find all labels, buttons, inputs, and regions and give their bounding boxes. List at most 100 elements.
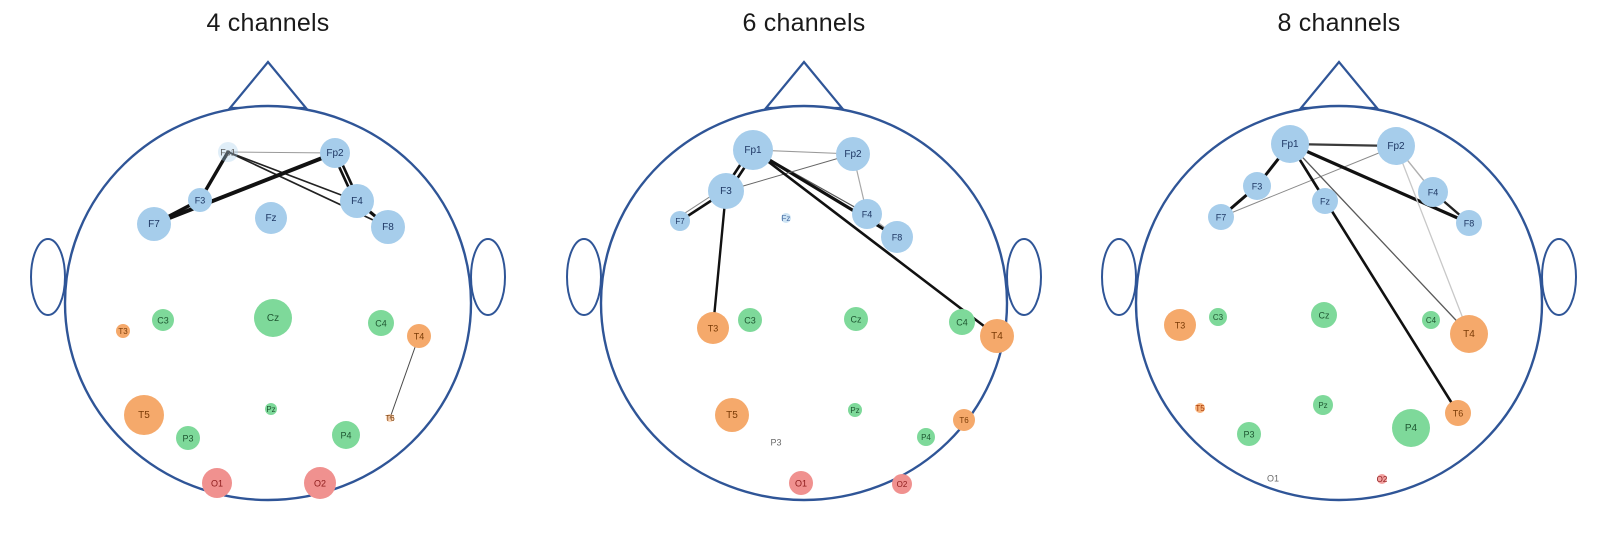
electrode-T3[interactable]: T3	[116, 324, 130, 338]
electrode-O2[interactable]: O2	[892, 474, 912, 494]
electrode-marker-O1[interactable]	[789, 471, 813, 495]
electrode-marker-Pz[interactable]	[848, 403, 862, 417]
electrode-marker-F7[interactable]	[1208, 204, 1234, 230]
electrode-Cz[interactable]: Cz	[1311, 302, 1337, 328]
electrode-P4[interactable]: P4	[917, 428, 935, 446]
electrode-T3[interactable]: T3	[697, 312, 729, 344]
electrode-O2[interactable]: O2	[304, 467, 336, 499]
electrode-marker-P4[interactable]	[332, 421, 360, 449]
electrode-marker-F3[interactable]	[188, 188, 212, 212]
electrode-F8[interactable]: F8	[371, 210, 405, 244]
electrode-marker-P4[interactable]	[1392, 409, 1430, 447]
electrode-marker-P4[interactable]	[917, 428, 935, 446]
electrode-F8[interactable]: F8	[1456, 210, 1482, 236]
electrode-F8[interactable]: F8	[881, 221, 913, 253]
electrode-Pz[interactable]: Pz	[1313, 395, 1333, 415]
electrode-marker-C4[interactable]	[368, 310, 394, 336]
electrode-marker-C3[interactable]	[1209, 308, 1227, 326]
electrode-Fp1[interactable]: Fp1	[218, 142, 238, 162]
electrode-F3[interactable]: F3	[188, 188, 212, 212]
electrode-marker-T6[interactable]	[1445, 400, 1471, 426]
electrode-marker-T4[interactable]	[1450, 315, 1488, 353]
electrode-marker-Fp1[interactable]	[218, 142, 238, 162]
electrode-marker-T4[interactable]	[980, 319, 1014, 353]
electrode-marker-O2[interactable]	[304, 467, 336, 499]
electrode-Fp2[interactable]: Fp2	[320, 138, 350, 168]
electrode-marker-P3[interactable]	[1237, 422, 1261, 446]
electrode-marker-F4[interactable]	[1418, 177, 1448, 207]
electrode-marker-T3[interactable]	[1164, 309, 1196, 341]
electrode-C4[interactable]: C4	[368, 310, 394, 336]
electrode-marker-Fp2[interactable]	[836, 137, 870, 171]
electrode-marker-Pz[interactable]	[1313, 395, 1333, 415]
electrode-T4[interactable]: T4	[407, 324, 431, 348]
electrode-F7[interactable]: F7	[1208, 204, 1234, 230]
electrode-marker-Cz[interactable]	[844, 307, 868, 331]
electrode-C3[interactable]: C3	[1209, 308, 1227, 326]
electrode-C3[interactable]: C3	[738, 308, 762, 332]
electrode-marker-F8[interactable]	[1456, 210, 1482, 236]
electrode-Fp2[interactable]: Fp2	[836, 137, 870, 171]
electrode-Fp1[interactable]: Fp1	[1271, 125, 1309, 163]
electrode-Cz[interactable]: Cz	[254, 299, 292, 337]
electrode-marker-O1[interactable]	[202, 468, 232, 498]
electrode-Fz[interactable]: Fz	[1312, 188, 1338, 214]
electrode-T6[interactable]: T6	[1445, 400, 1471, 426]
electrode-marker-Fp2[interactable]	[320, 138, 350, 168]
electrode-F4[interactable]: F4	[340, 184, 374, 218]
electrode-marker-T5[interactable]	[715, 398, 749, 432]
electrode-marker-P3[interactable]	[176, 426, 200, 450]
electrode-marker-Fz[interactable]	[781, 213, 791, 223]
electrode-O1[interactable]: O1	[202, 468, 232, 498]
electrode-T6[interactable]: T6	[953, 409, 975, 431]
electrode-T4[interactable]: T4	[1450, 315, 1488, 353]
electrode-marker-F8[interactable]	[881, 221, 913, 253]
electrode-marker-F7[interactable]	[137, 207, 171, 241]
electrode-marker-T5[interactable]	[124, 395, 164, 435]
electrode-marker-F3[interactable]	[708, 173, 744, 209]
electrode-F3[interactable]: F3	[708, 173, 744, 209]
electrode-marker-Cz[interactable]	[254, 299, 292, 337]
electrode-F4[interactable]: F4	[1418, 177, 1448, 207]
electrode-marker-T3[interactable]	[697, 312, 729, 344]
electrode-marker-F3[interactable]	[1243, 172, 1271, 200]
electrode-T4[interactable]: T4	[980, 319, 1014, 353]
electrode-Pz[interactable]: Pz	[265, 403, 277, 415]
electrode-P4[interactable]: P4	[332, 421, 360, 449]
electrode-Fp1[interactable]: Fp1	[733, 130, 773, 170]
electrode-P3[interactable]: P3	[176, 426, 200, 450]
electrode-Fz[interactable]: Fz	[781, 213, 791, 223]
electrode-marker-Fp1[interactable]	[1271, 125, 1309, 163]
electrode-marker-O2[interactable]	[1377, 474, 1387, 484]
electrode-C4[interactable]: C4	[949, 309, 975, 335]
electrode-marker-Fp2[interactable]	[1377, 127, 1415, 165]
electrode-marker-C3[interactable]	[738, 308, 762, 332]
electrode-Pz[interactable]: Pz	[848, 403, 862, 417]
electrode-marker-Fz[interactable]	[1312, 188, 1338, 214]
electrode-marker-C4[interactable]	[1422, 311, 1440, 329]
electrode-marker-F4[interactable]	[852, 199, 882, 229]
electrode-marker-T6[interactable]	[386, 414, 394, 422]
electrode-marker-T5[interactable]	[1195, 403, 1205, 413]
electrode-F7[interactable]: F7	[670, 211, 690, 231]
electrode-marker-F8[interactable]	[371, 210, 405, 244]
electrode-P4[interactable]: P4	[1392, 409, 1430, 447]
electrode-O1[interactable]: O1	[789, 471, 813, 495]
electrode-marker-C3[interactable]	[152, 309, 174, 331]
electrode-F3[interactable]: F3	[1243, 172, 1271, 200]
electrode-marker-F4[interactable]	[340, 184, 374, 218]
electrode-Fp2[interactable]: Fp2	[1377, 127, 1415, 165]
electrode-marker-F7[interactable]	[670, 211, 690, 231]
electrode-marker-C4[interactable]	[949, 309, 975, 335]
electrode-marker-Pz[interactable]	[265, 403, 277, 415]
electrode-marker-T4[interactable]	[407, 324, 431, 348]
electrode-C4[interactable]: C4	[1422, 311, 1440, 329]
electrode-marker-T3[interactable]	[116, 324, 130, 338]
electrode-C3[interactable]: C3	[152, 309, 174, 331]
electrode-Fz[interactable]: Fz	[255, 202, 287, 234]
electrode-marker-Fp1[interactable]	[733, 130, 773, 170]
electrode-F4[interactable]: F4	[852, 199, 882, 229]
electrode-Cz[interactable]: Cz	[844, 307, 868, 331]
electrode-T3[interactable]: T3	[1164, 309, 1196, 341]
electrode-marker-Cz[interactable]	[1311, 302, 1337, 328]
